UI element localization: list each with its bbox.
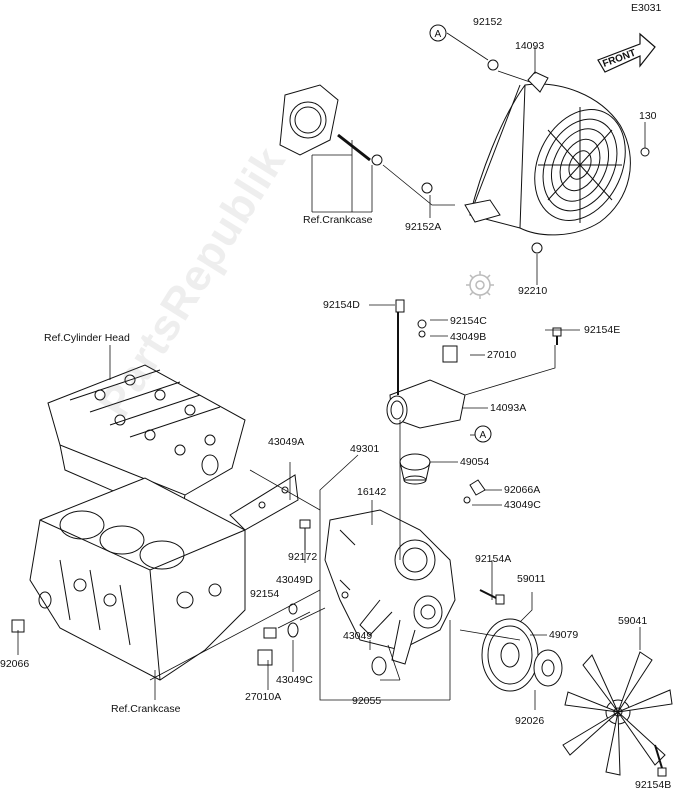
part-27010[interactable]: 27010: [487, 349, 517, 361]
part-59011[interactable]: 59011: [517, 573, 546, 585]
part-92154d[interactable]: 92154D: [323, 299, 360, 311]
part-92154[interactable]: 92154: [250, 588, 280, 600]
front-label: FRONT: [601, 48, 637, 70]
part-43049a[interactable]: 43049A: [268, 436, 305, 448]
callout-a-bottom: A: [474, 425, 492, 443]
part-43049c-top[interactable]: 43049C: [504, 499, 541, 511]
part-16142[interactable]: 16142: [357, 486, 387, 498]
ref-crankcase-bottom: Ref.Crankcase: [111, 703, 181, 715]
part-92210[interactable]: 92210: [518, 285, 548, 297]
part-92154b[interactable]: 92154B: [635, 779, 672, 791]
part-14093a[interactable]: 14093A: [490, 402, 527, 414]
front-arrow-icon: FRONT: [597, 32, 656, 73]
part-49301[interactable]: 49301: [350, 443, 380, 455]
watermark-gear-icon: [466, 271, 494, 299]
leader-lines: [311, 32, 646, 285]
part-92152[interactable]: 92152: [473, 16, 503, 28]
water-pump: [324, 509, 456, 665]
part-49054[interactable]: 49054: [460, 456, 490, 468]
part-14093[interactable]: 14093: [515, 40, 545, 52]
part-92152a[interactable]: 92152A: [405, 221, 442, 233]
part-27010a[interactable]: 27010A: [245, 691, 282, 703]
diagram-code: E3031: [631, 2, 662, 14]
callout-a-top: A: [429, 24, 447, 42]
part-43049[interactable]: 43049: [343, 630, 373, 642]
part-92026[interactable]: 92026: [515, 715, 545, 727]
svg-text:A: A: [480, 430, 487, 441]
part-49079[interactable]: 49079: [549, 629, 579, 641]
cooling-fan: [562, 651, 673, 777]
gasket: [229, 474, 299, 531]
part-92066a[interactable]: 92066A: [504, 484, 541, 496]
part-92172[interactable]: 92172: [288, 551, 318, 563]
ref-cylinder-head: Ref.Cylinder Head: [44, 332, 130, 344]
leader-lines-lower: [17, 304, 641, 710]
part-92154a[interactable]: 92154A: [475, 553, 512, 565]
part-92154e[interactable]: 92154E: [584, 324, 621, 336]
part-43049b[interactable]: 43049B: [450, 331, 487, 343]
part-130[interactable]: 130: [639, 110, 657, 122]
water-pump-pulley: [481, 618, 563, 692]
bearing-plate: [279, 59, 650, 254]
part-92055[interactable]: 92055: [352, 695, 382, 707]
svg-text:A: A: [435, 29, 442, 40]
part-59041[interactable]: 59041: [618, 615, 648, 627]
ref-crankcase-top: Ref.Crankcase: [303, 214, 373, 226]
crankcase-block: [29, 477, 246, 681]
part-92154c[interactable]: 92154C: [450, 315, 487, 327]
part-92066[interactable]: 92066: [0, 658, 30, 670]
bolts: [11, 519, 505, 676]
fan-shroud: [464, 71, 631, 236]
part-43049d[interactable]: 43049D: [276, 574, 313, 586]
part-43049c-bottom[interactable]: 43049C: [276, 674, 313, 686]
